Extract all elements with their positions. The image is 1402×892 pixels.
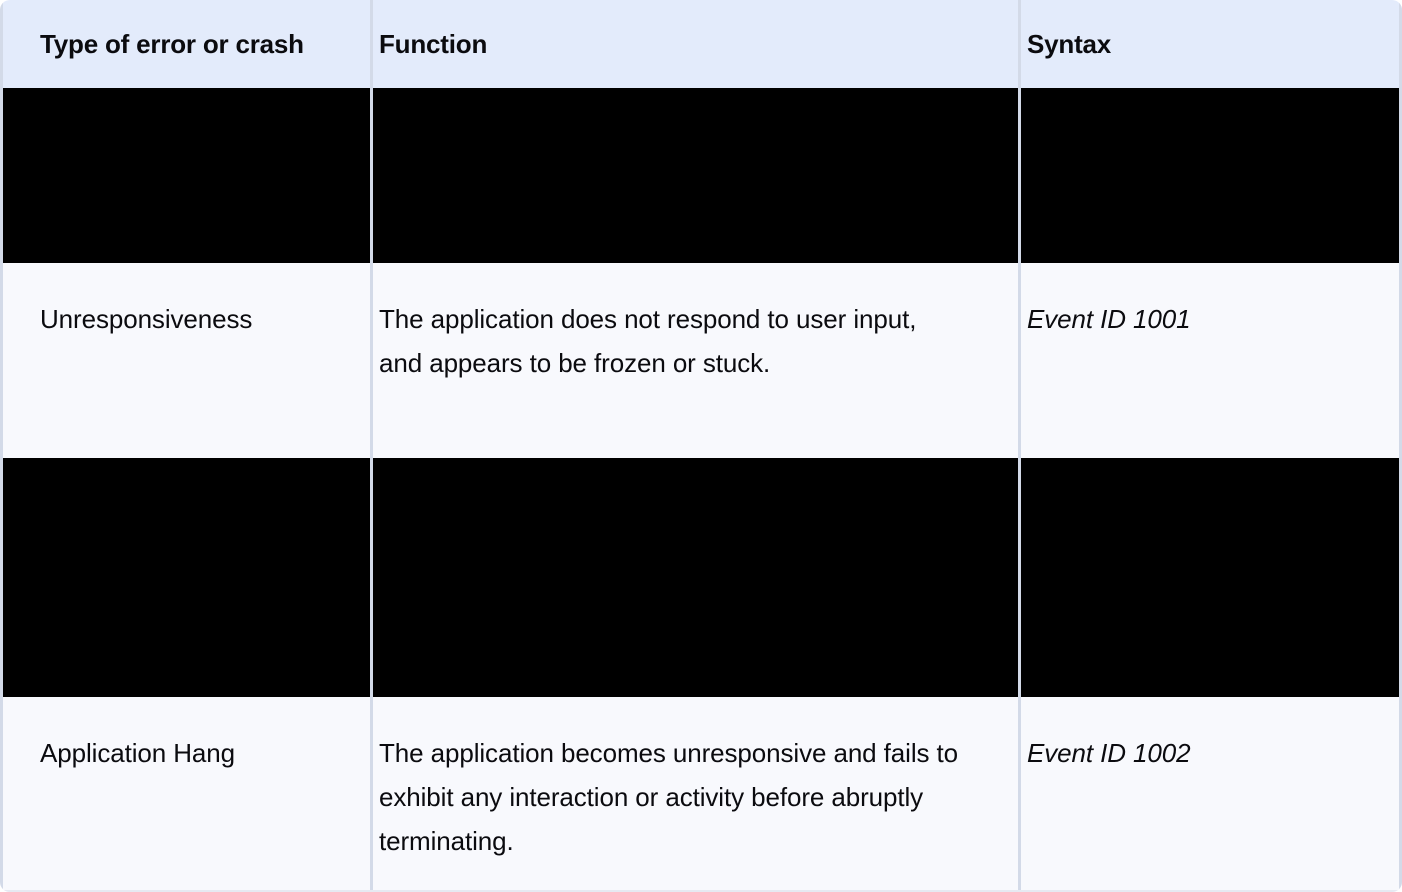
table-row: Application Hang The application becomes… [0,697,1402,892]
column-header-type-of-error-or-crash: Type of error or crash [0,0,372,88]
function-description-text: The application becomes unresponsive and… [379,738,959,856]
table-row: Unresponsiveness The application does no… [0,263,1402,458]
column-header-syntax-label: Syntax [1027,28,1112,59]
redaction-block-icon [373,458,1018,697]
redaction-block-icon [1021,88,1402,263]
cell-syntax: Event ID 1002 [1018,697,1402,892]
cell-function: The application becomes unresponsive and… [370,697,1020,892]
redacted-cell-syntax [1018,88,1402,263]
function-description-text: The application does not respond to user… [379,304,917,378]
error-type-text: Application Hang [40,738,235,768]
table-row-redacted [0,88,1402,263]
redacted-cell-function [370,88,1020,263]
cell-function: The application does not respond to user… [370,263,1020,458]
redacted-cell-syntax [1018,458,1402,697]
redaction-block-icon [373,88,1018,263]
column-header-function-label: Function [379,28,488,59]
column-header-type-label: Type of error or crash [40,28,304,59]
cell-type-of-error: Unresponsiveness [0,263,372,458]
redacted-cell-function [370,458,1020,697]
redacted-cell-type [0,88,372,263]
column-header-syntax: Syntax [1018,0,1402,88]
table-body: Unresponsiveness The application does no… [0,88,1402,892]
redaction-block-icon [1021,458,1402,697]
redaction-block-icon [3,88,370,263]
table-row-redacted [0,458,1402,697]
table-header-row: Type of error or crash Function Syntax [0,0,1402,88]
redacted-cell-type [0,458,372,697]
table-header: Type of error or crash Function Syntax [0,0,1402,88]
cell-syntax: Event ID 1001 [1018,263,1402,458]
column-header-function: Function [370,0,1020,88]
cell-type-of-error: Application Hang [0,697,372,892]
syntax-text: Event ID 1002 [1027,738,1191,768]
syntax-text: Event ID 1001 [1027,304,1191,334]
redaction-block-icon [3,458,370,697]
error-type-text: Unresponsiveness [40,304,253,334]
